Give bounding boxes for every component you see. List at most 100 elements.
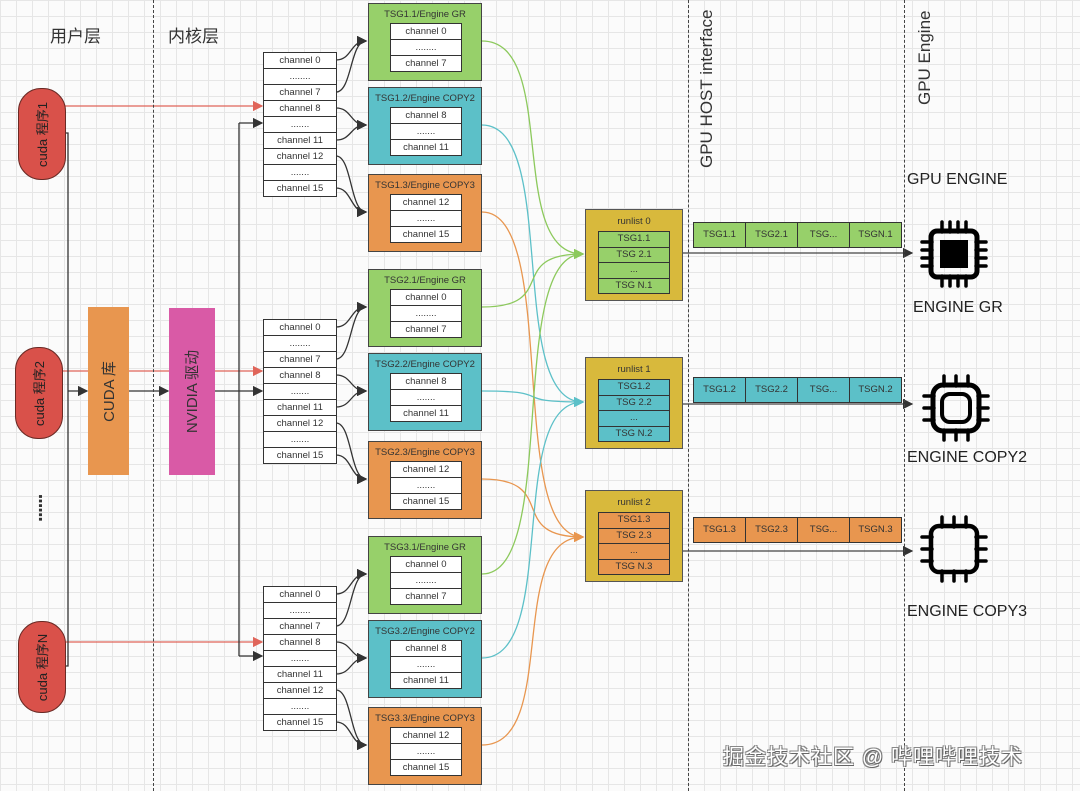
cuda-library-block[interactable]: CUDA 库 — [88, 307, 129, 475]
cuda-program-n[interactable]: cuda 程序N — [18, 621, 66, 713]
channel-cell[interactable]: channel 8 — [264, 635, 336, 651]
program-label: cuda 程序N — [35, 633, 51, 701]
queue-slot: TSGN.2 — [858, 384, 893, 395]
tsg-title: TSG1.2/Engine COPY2 — [375, 93, 475, 104]
channel-cell[interactable]: channel 7 — [264, 85, 336, 101]
nvidia-driver-block[interactable]: NVIDIA 驱动 — [169, 308, 215, 475]
runlist-item: TSG1.2 — [599, 380, 669, 396]
user-layer-label: 用户层 — [50, 27, 101, 46]
tsg-box[interactable]: TSG2.2/Engine COPY2 channel 8.......chann… — [368, 353, 482, 431]
channel-cell[interactable]: channel 0 — [264, 53, 336, 69]
channel-cell[interactable]: channel 8 — [264, 101, 336, 117]
tsg-title: TSG2.2/Engine COPY2 — [375, 359, 475, 370]
queue-slot: TSG... — [798, 518, 850, 542]
tsg-channel: channel 15 — [402, 229, 450, 240]
cuda-program-2[interactable]: cuda 程序2 — [15, 347, 63, 439]
nvidia-driver-label: NVIDIA 驱动 — [184, 349, 202, 434]
channel-to-tsg-curve — [335, 187, 368, 218]
channel-cell[interactable]: channel 15 — [276, 183, 324, 194]
channel-cell[interactable]: channel 0 — [264, 320, 336, 336]
channel-cell[interactable]: ....... — [264, 165, 336, 181]
channel-to-tsg-curve — [335, 689, 368, 751]
runlist-item: TSG 2.2 — [599, 396, 669, 411]
tsg-channel: channel 0 — [391, 290, 461, 306]
tsg-channel: channel 11 — [403, 142, 449, 153]
tsg-channel-list: channel 8.......channel 11 — [390, 640, 462, 689]
channel-cell[interactable]: channel 7 — [264, 352, 336, 368]
runlist-item: ... — [599, 544, 669, 560]
tsg-channel: channel 0 — [391, 557, 461, 573]
channel-cell[interactable]: channel 0 — [264, 587, 336, 603]
tsg-channel-list: channel 12.......channel 15 — [390, 194, 462, 243]
queue-slot: TSG2.3 — [746, 518, 798, 542]
tsg-channel-list: channel 8.......channel 11 — [390, 373, 462, 422]
tsg-channel: channel 12 — [391, 728, 461, 744]
runlist-item: TSG N.3 — [615, 560, 653, 572]
queue-slot: TSG1.2 — [694, 378, 746, 402]
runlist-title: runlist 1 — [617, 364, 651, 375]
channel-to-tsg-curve — [335, 721, 368, 751]
gpu-engine-axis-label: GPU Engine — [915, 10, 934, 106]
channel-cell[interactable]: ....... — [264, 699, 336, 715]
layer-divider-gpu-engine — [904, 0, 905, 791]
channel-cell[interactable]: ........ — [264, 336, 336, 352]
tsg-to-runlist-curve — [481, 531, 585, 746]
channel-to-tsg-curve — [335, 374, 368, 397]
tsg-channel: channel 12 — [391, 462, 461, 478]
channel-cell[interactable]: channel 15 — [276, 717, 324, 728]
tsg-to-runlist-curve — [481, 248, 585, 308]
channel-cell[interactable]: channel 8 — [264, 368, 336, 384]
layer-divider-host-interface — [688, 0, 689, 791]
channel-cell[interactable]: channel 12 — [264, 416, 336, 432]
channel-cell[interactable]: channel 7 — [264, 619, 336, 635]
tsg-channel: channel 7 — [405, 324, 447, 335]
tsg-channel: channel 8 — [391, 108, 461, 124]
runlist-title: runlist 0 — [617, 216, 651, 227]
tsg-channel: ........ — [391, 306, 461, 322]
tsg-channel: ........ — [391, 40, 461, 56]
channel-cell[interactable]: channel 11 — [264, 667, 336, 683]
chip-outline-icon — [920, 515, 988, 583]
channel-to-tsg-curve — [335, 568, 368, 595]
channel-cell[interactable]: ....... — [264, 651, 336, 667]
tsg-box[interactable]: TSG1.2/Engine COPY2 channel 8....... chann… — [368, 87, 482, 165]
tsg-to-runlist-curve — [481, 124, 585, 408]
tsg-title: TSG2.1/Engine GR — [384, 275, 466, 286]
layer-divider-user-kernel — [153, 0, 154, 791]
tsg-channel: channel 15 — [402, 762, 450, 773]
tsg-channel: ....... — [391, 124, 461, 140]
channel-cell[interactable]: ....... — [264, 432, 336, 448]
tsg-channel: channel 11 — [403, 675, 449, 686]
channel-cell[interactable]: channel 11 — [264, 400, 336, 416]
channel-cell[interactable]: ....... — [264, 384, 336, 400]
queue-slot: TSG... — [798, 223, 850, 247]
channel-to-tsg-curve — [335, 155, 368, 218]
channel-cell[interactable]: ....... — [264, 117, 336, 133]
channel-cell[interactable]: channel 11 — [264, 133, 336, 149]
channel-cell[interactable]: ........ — [264, 603, 336, 619]
tsg-channel: channel 15 — [402, 496, 450, 507]
channel-cell[interactable]: channel 12 — [264, 683, 336, 699]
channel-cell[interactable]: channel 15 — [276, 450, 324, 461]
channel-to-tsg-curve — [335, 568, 368, 627]
channel-to-tsg-curve — [335, 35, 368, 61]
channel-cell[interactable]: channel 12 — [264, 149, 336, 165]
tsg-channel-list: channel 0........ channel 7 — [390, 289, 462, 338]
channel-cell[interactable]: ........ — [264, 69, 336, 85]
channel-to-tsg-curve — [335, 422, 368, 485]
kernel-layer-label: 内核层 — [168, 27, 219, 46]
tsg-channel: channel 7 — [405, 591, 447, 602]
cuda-program-1[interactable]: cuda 程序1 — [18, 88, 66, 180]
